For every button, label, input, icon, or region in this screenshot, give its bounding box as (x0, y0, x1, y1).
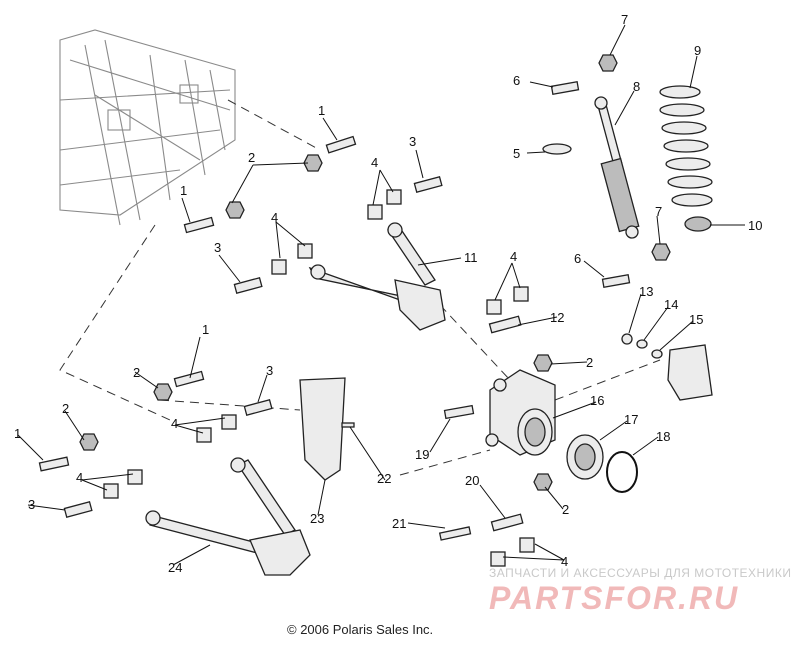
vehicle-frame (59, 29, 236, 226)
callout-8: 8 (633, 79, 640, 94)
callout-2a: 2 (248, 150, 255, 165)
callout-9: 9 (694, 43, 701, 58)
watermark-tagline: ЗАПЧАСТИ И АКСЕССУАРЫ ДЛЯ МОТОТЕХНИКИ (489, 566, 792, 580)
callout-repeat-0: 1 (180, 183, 187, 198)
spring-retainer (684, 216, 712, 232)
callout-7a: 7 (621, 12, 628, 27)
callout-5: 5 (513, 146, 520, 161)
callout-14: 14 (664, 297, 678, 312)
callout-repeat-15: 6 (574, 251, 581, 266)
callout-19: 19 (415, 447, 429, 462)
shock-absorber (594, 96, 640, 239)
bearing-carrier (485, 369, 556, 456)
callout-repeat-10: 4 (271, 210, 278, 225)
washer (542, 143, 572, 155)
callout-15: 15 (689, 312, 703, 327)
callout-repeat-7: 3 (214, 240, 221, 255)
callout-12: 12 (550, 310, 564, 325)
callout-17: 17 (624, 412, 638, 427)
callout-18: 18 (656, 429, 670, 444)
callout-repeat-3: 2 (133, 365, 140, 380)
callout-repeat-11: 4 (510, 249, 517, 264)
callout-24: 24 (168, 560, 182, 575)
callout-repeat-5: 2 (586, 355, 593, 370)
retaining-ring (606, 451, 638, 493)
coil-spring (659, 85, 713, 207)
callout-repeat-1: 1 (202, 322, 209, 337)
callout-labels: 1 2 3 4 5 6 7 8 9 10 11 12 13 14 15 16 1… (168, 12, 762, 575)
callout-repeat-6: 2 (562, 502, 569, 517)
callout-21: 21 (392, 516, 406, 531)
callout-repeat-12: 4 (171, 416, 178, 431)
callout-repeat-8: 3 (266, 363, 273, 378)
wheel-bearing (566, 434, 604, 480)
callout-repeat-16: 7 (655, 204, 662, 219)
callout-repeat-2: 1 (14, 426, 21, 441)
callout-22: 22 (377, 471, 391, 486)
callout-3a: 3 (409, 134, 416, 149)
brake-caliper (667, 344, 713, 401)
leader-lines (17, 24, 745, 566)
callout-repeat-14: 4 (561, 554, 568, 569)
upper-a-arm (308, 222, 446, 331)
skid-plate (299, 377, 346, 481)
callout-23: 23 (310, 511, 324, 526)
callout-1a: 1 (318, 103, 325, 118)
callout-10: 10 (748, 218, 762, 233)
callout-11: 11 (464, 250, 478, 265)
copyright-notice: © 2006 Polaris Sales Inc. (287, 622, 434, 637)
callout-repeat-4: 2 (62, 401, 69, 416)
callout-repeat-13: 4 (76, 470, 83, 485)
watermark-logo: PARTSFOR.RU (489, 580, 740, 616)
callout-16: 16 (590, 393, 604, 408)
callout-20: 20 (465, 473, 479, 488)
callout-repeat-9: 3 (28, 497, 35, 512)
callout-4a: 4 (371, 155, 378, 170)
alignment-lines (59, 99, 661, 476)
lower-a-arm (145, 457, 311, 576)
hardware (38, 54, 671, 567)
callout-6a: 6 (513, 73, 520, 88)
callout-13: 13 (639, 284, 653, 299)
